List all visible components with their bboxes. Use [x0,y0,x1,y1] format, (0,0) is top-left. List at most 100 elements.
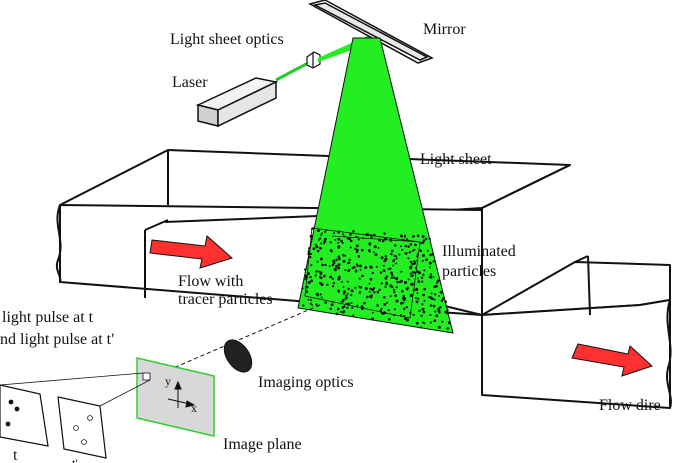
particle-dot [433,319,437,323]
particle-dot [431,252,434,256]
particle-dot [319,293,322,296]
particle-dot [415,321,419,325]
particle-dot [440,299,444,302]
particle-dot [409,311,412,314]
particle-dot [419,249,423,253]
particle-dot [301,287,304,290]
particle-dot [316,260,319,263]
flow-arrow-left [149,235,233,269]
particle-dot [413,235,416,238]
particle-dot [371,311,374,314]
particle-dot [393,244,397,247]
particle-dot [331,263,335,267]
particle-dot [393,308,396,311]
particle-dot [309,234,313,238]
particle-dot [395,286,398,289]
label-frame-t: t [13,447,18,463]
particle-dot [337,241,340,244]
label-illuminated: Illuminated [442,243,516,260]
particle-dot [321,263,324,267]
particle-dot [350,289,354,293]
particle-dot [324,301,328,304]
particle-dot [349,233,352,236]
particle-dot [322,242,326,245]
particle-dot [392,264,395,267]
particle-dot [409,243,413,246]
label-flow-with: Flow with [178,273,243,290]
channel-left-cut [55,204,62,283]
particle-dot [324,263,327,267]
particle-dot [413,260,416,263]
light-sheet-optics [306,51,321,69]
particle-dot [434,293,437,296]
particle-dot [365,233,369,237]
particle-dot [393,290,396,294]
particle-dot [361,307,364,310]
particle-dot [391,273,394,277]
particle-dot [346,306,349,309]
particle-dot [320,232,323,235]
particle-dot [413,248,416,251]
particle-dot [355,251,359,254]
particle-dot [369,234,373,237]
particle-dot [411,274,414,277]
particle-dot [400,279,403,283]
particle-dot [307,247,311,250]
particle-dot [414,267,417,269]
particle-dot [416,259,419,262]
particle-dot [329,307,333,310]
particle-dot [387,268,390,270]
particle-dot [411,249,414,252]
label-light-sheet-optics: Light sheet optics [170,31,284,48]
particle-dot [371,317,374,321]
particle-dot [394,294,397,297]
particle-dot [345,302,348,305]
particle-dot [439,306,442,309]
particle-dot [309,302,312,305]
particle-dot [323,230,327,233]
particle-dot [398,280,401,284]
particle-dot [425,258,428,262]
particle-dot [399,314,402,317]
particle-dot [420,276,424,280]
particle-dot [389,295,392,298]
particle-dot [389,267,392,270]
particle-dot [422,241,425,244]
particle-dot [396,280,399,284]
particle-dot [390,252,393,256]
particle-dot [374,253,378,257]
particle-dot [407,278,410,281]
particle-dot [342,311,345,314]
particle-dot [319,237,322,240]
particle-dot [384,255,387,258]
particle-dot [369,265,373,269]
particle-dot [416,270,420,274]
particle-dot [383,296,386,299]
particle-dot [428,261,432,265]
particle-dot [390,276,393,280]
particle-dot [355,244,359,248]
label-light-sheet: Light sheet [420,151,492,168]
particle-dot [414,243,417,247]
particle-dot [414,297,417,299]
particle-dot [368,282,371,285]
particle-dot [342,253,345,257]
particle-dot [356,249,359,252]
particle-dot [404,244,408,248]
particle-dot [345,294,348,298]
particle-dot [404,281,408,285]
particle-dot [395,299,399,303]
particle-dot [417,280,421,283]
particle-dot [429,295,432,299]
particle-dot [430,297,434,301]
particle-dot [381,312,385,315]
particle-dot [369,287,372,291]
particle-dot [364,287,368,290]
particle-dot [309,256,312,259]
particle-dot [422,239,426,242]
particle-dot [355,263,358,266]
particle-dot [444,300,448,304]
particle-dot [412,313,415,317]
particle-dot [331,300,334,303]
